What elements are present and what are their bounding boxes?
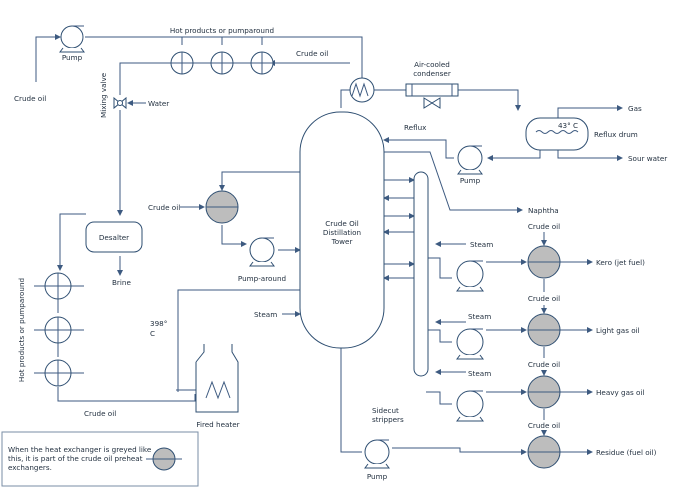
label-reflux: Reflux [404, 123, 427, 132]
pump-reflux [457, 145, 483, 175]
label-crude-oil-bottom: Crude oil [84, 409, 116, 418]
label-heavy-gas-oil: Heavy gas oil [596, 388, 644, 397]
heat-exchanger-left-2 [44, 316, 72, 344]
reflux-drum [525, 117, 589, 151]
heat-exchanger-top-3 [250, 51, 274, 75]
label-crude-oil-lgo-bot: Crude oil [528, 360, 560, 369]
pump-bottom [364, 439, 390, 469]
label-crude-oil-kero-top: Crude oil [528, 222, 560, 231]
label-light-gas-oil: Light gas oil [596, 326, 640, 335]
labels: Pump Crude oil Hot products or pumparoun… [8, 26, 667, 481]
heat-exchanger-top-1 [170, 51, 194, 75]
label-crude-oil-kero-bot: Crude oil [528, 294, 560, 303]
label-pump-reflux: Pump [460, 176, 481, 185]
label-reflux-drum: Reflux drum [594, 130, 638, 139]
label-sour-water: Sour water [628, 154, 667, 163]
legend-line-2: this, it is part of the crude oil prehea… [8, 454, 143, 463]
heat-exchanger-left-3 [44, 359, 72, 387]
heat-exchanger-pumparound-grey [205, 190, 239, 224]
label-tower-line-2: Distillation [323, 228, 361, 237]
pump-around-pump [249, 237, 275, 267]
label-air-cooled: Air-cooled [414, 60, 450, 69]
pump-kero [456, 260, 484, 292]
label-sidecut-1: Sidecut [372, 406, 399, 415]
label-pump-top: Pump [62, 53, 83, 62]
label-hot-products-left: Hot products or pumparound [17, 278, 26, 382]
overhead-exchanger [349, 77, 375, 103]
legend-line-1: When the heat exchanger is greyed like [8, 445, 152, 454]
heat-exchanger-kero-grey [527, 245, 561, 279]
desalter [85, 221, 143, 253]
label-gas: Gas [628, 104, 642, 113]
mixing-valve [113, 96, 127, 110]
label-steam-tower: Steam [254, 310, 277, 319]
label-steam-1: Steam [470, 240, 493, 249]
label-pump-bottom: Pump [367, 472, 388, 481]
label-sidecut-2: strippers [372, 415, 404, 424]
heat-exchanger-residue-grey [527, 435, 561, 469]
legend-line-3: exchangers. [8, 463, 52, 472]
label-pump-around: Pump-around [238, 274, 286, 283]
heat-exchanger-top-2 [210, 51, 234, 75]
heat-exchanger-lgo-grey [527, 313, 561, 347]
label-condenser: condenser [413, 69, 451, 78]
label-naphtha: Naphtha [528, 206, 559, 215]
pipes [34, 34, 623, 455]
label-residue: Residue (fuel oil) [596, 448, 657, 457]
label-temp-398-unit: C [150, 329, 155, 338]
label-kero: Kero (jet fuel) [596, 258, 645, 267]
distillation-tower [299, 111, 385, 349]
label-brine: Brine [112, 278, 131, 287]
pump-top [59, 25, 85, 53]
label-steam-3: Steam [468, 369, 491, 378]
pump-light-gas-oil [456, 328, 484, 360]
label-tower-line-3: Tower [331, 237, 353, 246]
label-crude-oil-in: Crude oil [14, 94, 46, 103]
label-tower-line-1: Crude Oil [325, 219, 358, 228]
pump-heavy-gas-oil [456, 390, 484, 422]
legend-box [1, 431, 199, 487]
label-temp-drum: 43° C [558, 121, 578, 130]
label-crude-oil-left: Crude oil [148, 203, 180, 212]
label-crude-oil-top: Crude oil [296, 49, 328, 58]
heat-exchanger-hgo-grey [527, 375, 561, 409]
label-desalter: Desalter [99, 233, 129, 242]
air-cooled-condenser [405, 83, 459, 109]
label-crude-oil-hgo-bot: Crude oil [528, 421, 560, 430]
label-hot-products-top: Hot products or pumparound [170, 26, 274, 35]
label-steam-2: Steam [468, 312, 491, 321]
label-temp-398-value: 398° [150, 319, 167, 328]
label-fired-heater: Fired heater [196, 420, 239, 429]
label-water: Water [148, 99, 169, 108]
sidecut-stripper-column [413, 171, 429, 377]
fired-heater [195, 344, 239, 413]
label-mixing-valve: Mixing valve [99, 72, 108, 118]
heat-exchanger-left-1 [44, 272, 72, 300]
